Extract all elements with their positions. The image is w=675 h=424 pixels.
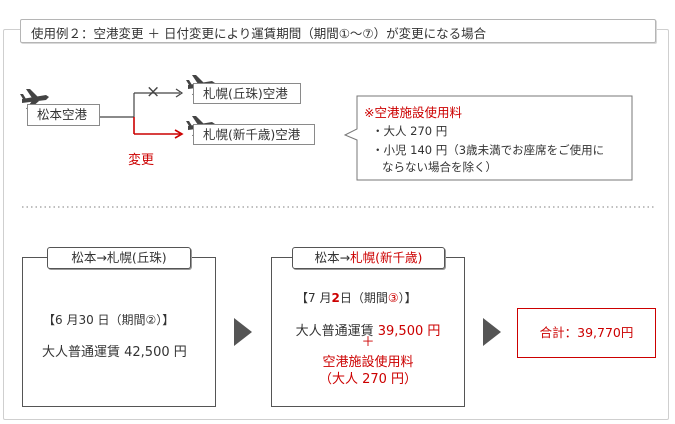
facility-note-adult: ・大人 270 円 (372, 124, 448, 138)
after-panel (271, 257, 465, 407)
facility-note-title: ※空港施設使用料 (364, 105, 462, 120)
route-diagram (20, 75, 654, 208)
after-route-destination: 札幌(新千歳) (350, 250, 423, 265)
total-box: 合計：39,770円 (517, 308, 656, 358)
after-date-period: ③ (387, 291, 399, 305)
total-label: 合計：39,770円 (539, 325, 634, 340)
after-fare-label: 大人普通運賃 (295, 324, 378, 339)
change-label: 変更 (128, 153, 155, 168)
after-date: 【7 月2日（期間③）】 (296, 289, 417, 306)
new-destination-label: 札幌(新千歳)空港 (203, 127, 301, 142)
after-date-day: 2 (331, 291, 340, 305)
before-fare: 大人普通運賃 42,500 円 (42, 345, 187, 360)
after-route-prefix: 松本→ (314, 250, 351, 265)
title-bar: 使用例２：空港変更 ＋ 日付変更により運賃期間（期間①〜⑦）が変更になる場合 (20, 19, 656, 43)
before-panel (22, 257, 216, 407)
cross-mark: × (146, 82, 161, 102)
old-route-line (100, 88, 184, 118)
fee-detail: （大人 270 円） (318, 372, 418, 387)
plus-sign: ＋ (361, 335, 375, 350)
after-fare: 大人普通運賃 39,500 円 (271, 320, 465, 339)
origin-label: 松本空港 (37, 107, 88, 122)
old-destination-label: 札幌(丘珠)空港 (203, 86, 288, 101)
before-route-label: 松本→札幌(丘珠) (71, 250, 167, 265)
after-panel-tab: 松本→札幌(新千歳) (292, 247, 445, 269)
after-fare-value: 39,500 円 (377, 324, 441, 339)
old-destination-box: 札幌(丘珠)空港 (193, 83, 301, 104)
facility-note-child: ・小児 140 円（3歳未満でお座席をご使用に (372, 143, 605, 157)
after-date-close: ）】 (398, 291, 417, 305)
arrow-icon (483, 318, 501, 346)
facility-note-child-cont: ならない場合を除く） (382, 160, 497, 174)
after-date-open: 【7 月 (296, 291, 332, 305)
origin-box: 松本空港 (27, 104, 100, 126)
before-date: 【6 月30 日（期間②）】 (43, 313, 175, 327)
new-route-line (133, 117, 184, 139)
before-panel-tab: 松本→札幌(丘珠) (47, 247, 191, 269)
arrow-icon (234, 318, 252, 346)
new-destination-box: 札幌(新千歳)空港 (193, 124, 315, 145)
after-date-mid: 日（期間 (339, 291, 388, 305)
note-callout (343, 95, 633, 181)
page-title: 使用例２：空港変更 ＋ 日付変更により運賃期間（期間①〜⑦）が変更になる場合 (31, 26, 487, 41)
fee-label: 空港施設使用料 (322, 355, 414, 370)
